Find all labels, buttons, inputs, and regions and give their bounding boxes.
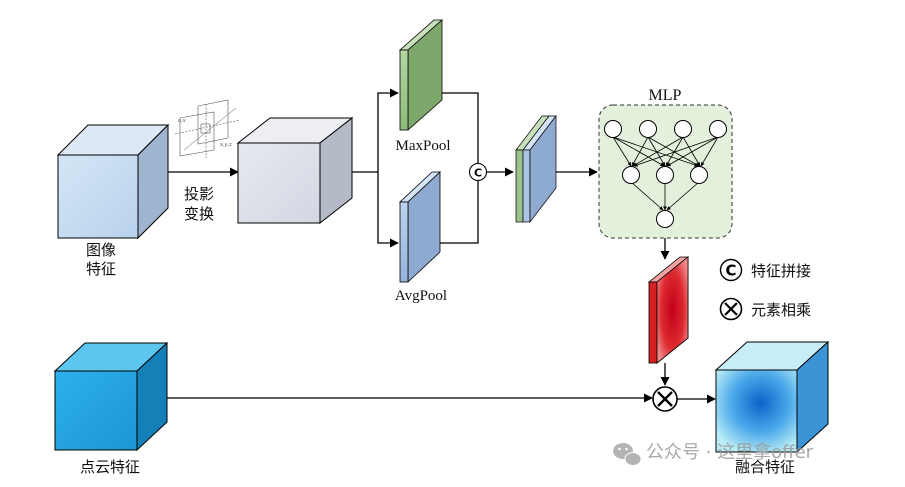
to-maxpool-arrow bbox=[377, 88, 399, 172]
image-feature-label-line2: 特征 bbox=[86, 260, 116, 278]
image-feature-cube bbox=[56, 123, 170, 240]
legend-concat-symbol: C bbox=[725, 262, 736, 280]
projection-formula-b: u,v bbox=[178, 118, 186, 124]
projection-sketch-icon: x,y,z u,v bbox=[174, 99, 241, 158]
mlp-node bbox=[639, 120, 657, 138]
mlp-node bbox=[674, 120, 692, 138]
avgpool-to-concat bbox=[440, 180, 479, 244]
point-cloud-label: 点云特征 bbox=[80, 458, 140, 476]
maxpool-to-concat bbox=[442, 92, 479, 163]
mlp-node bbox=[690, 166, 708, 184]
legend-multiply-label: 元素相乘 bbox=[751, 301, 811, 319]
legend-multiply: 元素相乘 bbox=[719, 297, 811, 321]
mlp-nodes bbox=[604, 120, 727, 228]
avgpool-slab bbox=[398, 171, 442, 283]
mlp-node bbox=[709, 120, 727, 138]
attention-weights-slab bbox=[647, 256, 690, 364]
multiply-node bbox=[652, 386, 678, 412]
mlp-node bbox=[604, 120, 622, 138]
wechat-icon bbox=[613, 443, 642, 466]
mlp-connections bbox=[612, 136, 719, 211]
projection-label-line1: 投影 bbox=[184, 185, 214, 203]
fused-label: 融合特征 bbox=[735, 458, 795, 476]
watermark-text: 公众号 · 这里拿offer bbox=[646, 441, 814, 463]
legend-concat-label: 特征拼接 bbox=[751, 262, 811, 280]
mlp-label: MLP bbox=[649, 87, 682, 104]
legend-concat: C 特征拼接 bbox=[719, 258, 811, 282]
image-feature-label-line1: 图像 bbox=[86, 241, 116, 259]
watermark: 公众号 · 这里拿offer bbox=[613, 441, 814, 466]
concat-node: C bbox=[468, 162, 488, 182]
to-avgpool-arrow bbox=[377, 172, 399, 248]
projection-label-line2: 变换 bbox=[184, 205, 214, 223]
projected-feature-cube bbox=[236, 116, 354, 225]
maxpool-label: MaxPool bbox=[395, 138, 450, 154]
concat-node-symbol: C bbox=[474, 167, 482, 180]
maxpool-slab bbox=[398, 19, 444, 131]
mlp-node bbox=[656, 166, 674, 184]
concatenated-features bbox=[515, 114, 557, 224]
mlp-node bbox=[656, 210, 674, 228]
projection-formula-a: x,y,z bbox=[220, 142, 232, 148]
mlp-node bbox=[622, 166, 640, 184]
legend-concat-icon bbox=[719, 258, 743, 282]
point-cloud-feature-cube bbox=[53, 341, 169, 452]
fused-feature-cube bbox=[714, 340, 830, 454]
avgpool-label: AvgPool bbox=[395, 288, 447, 304]
